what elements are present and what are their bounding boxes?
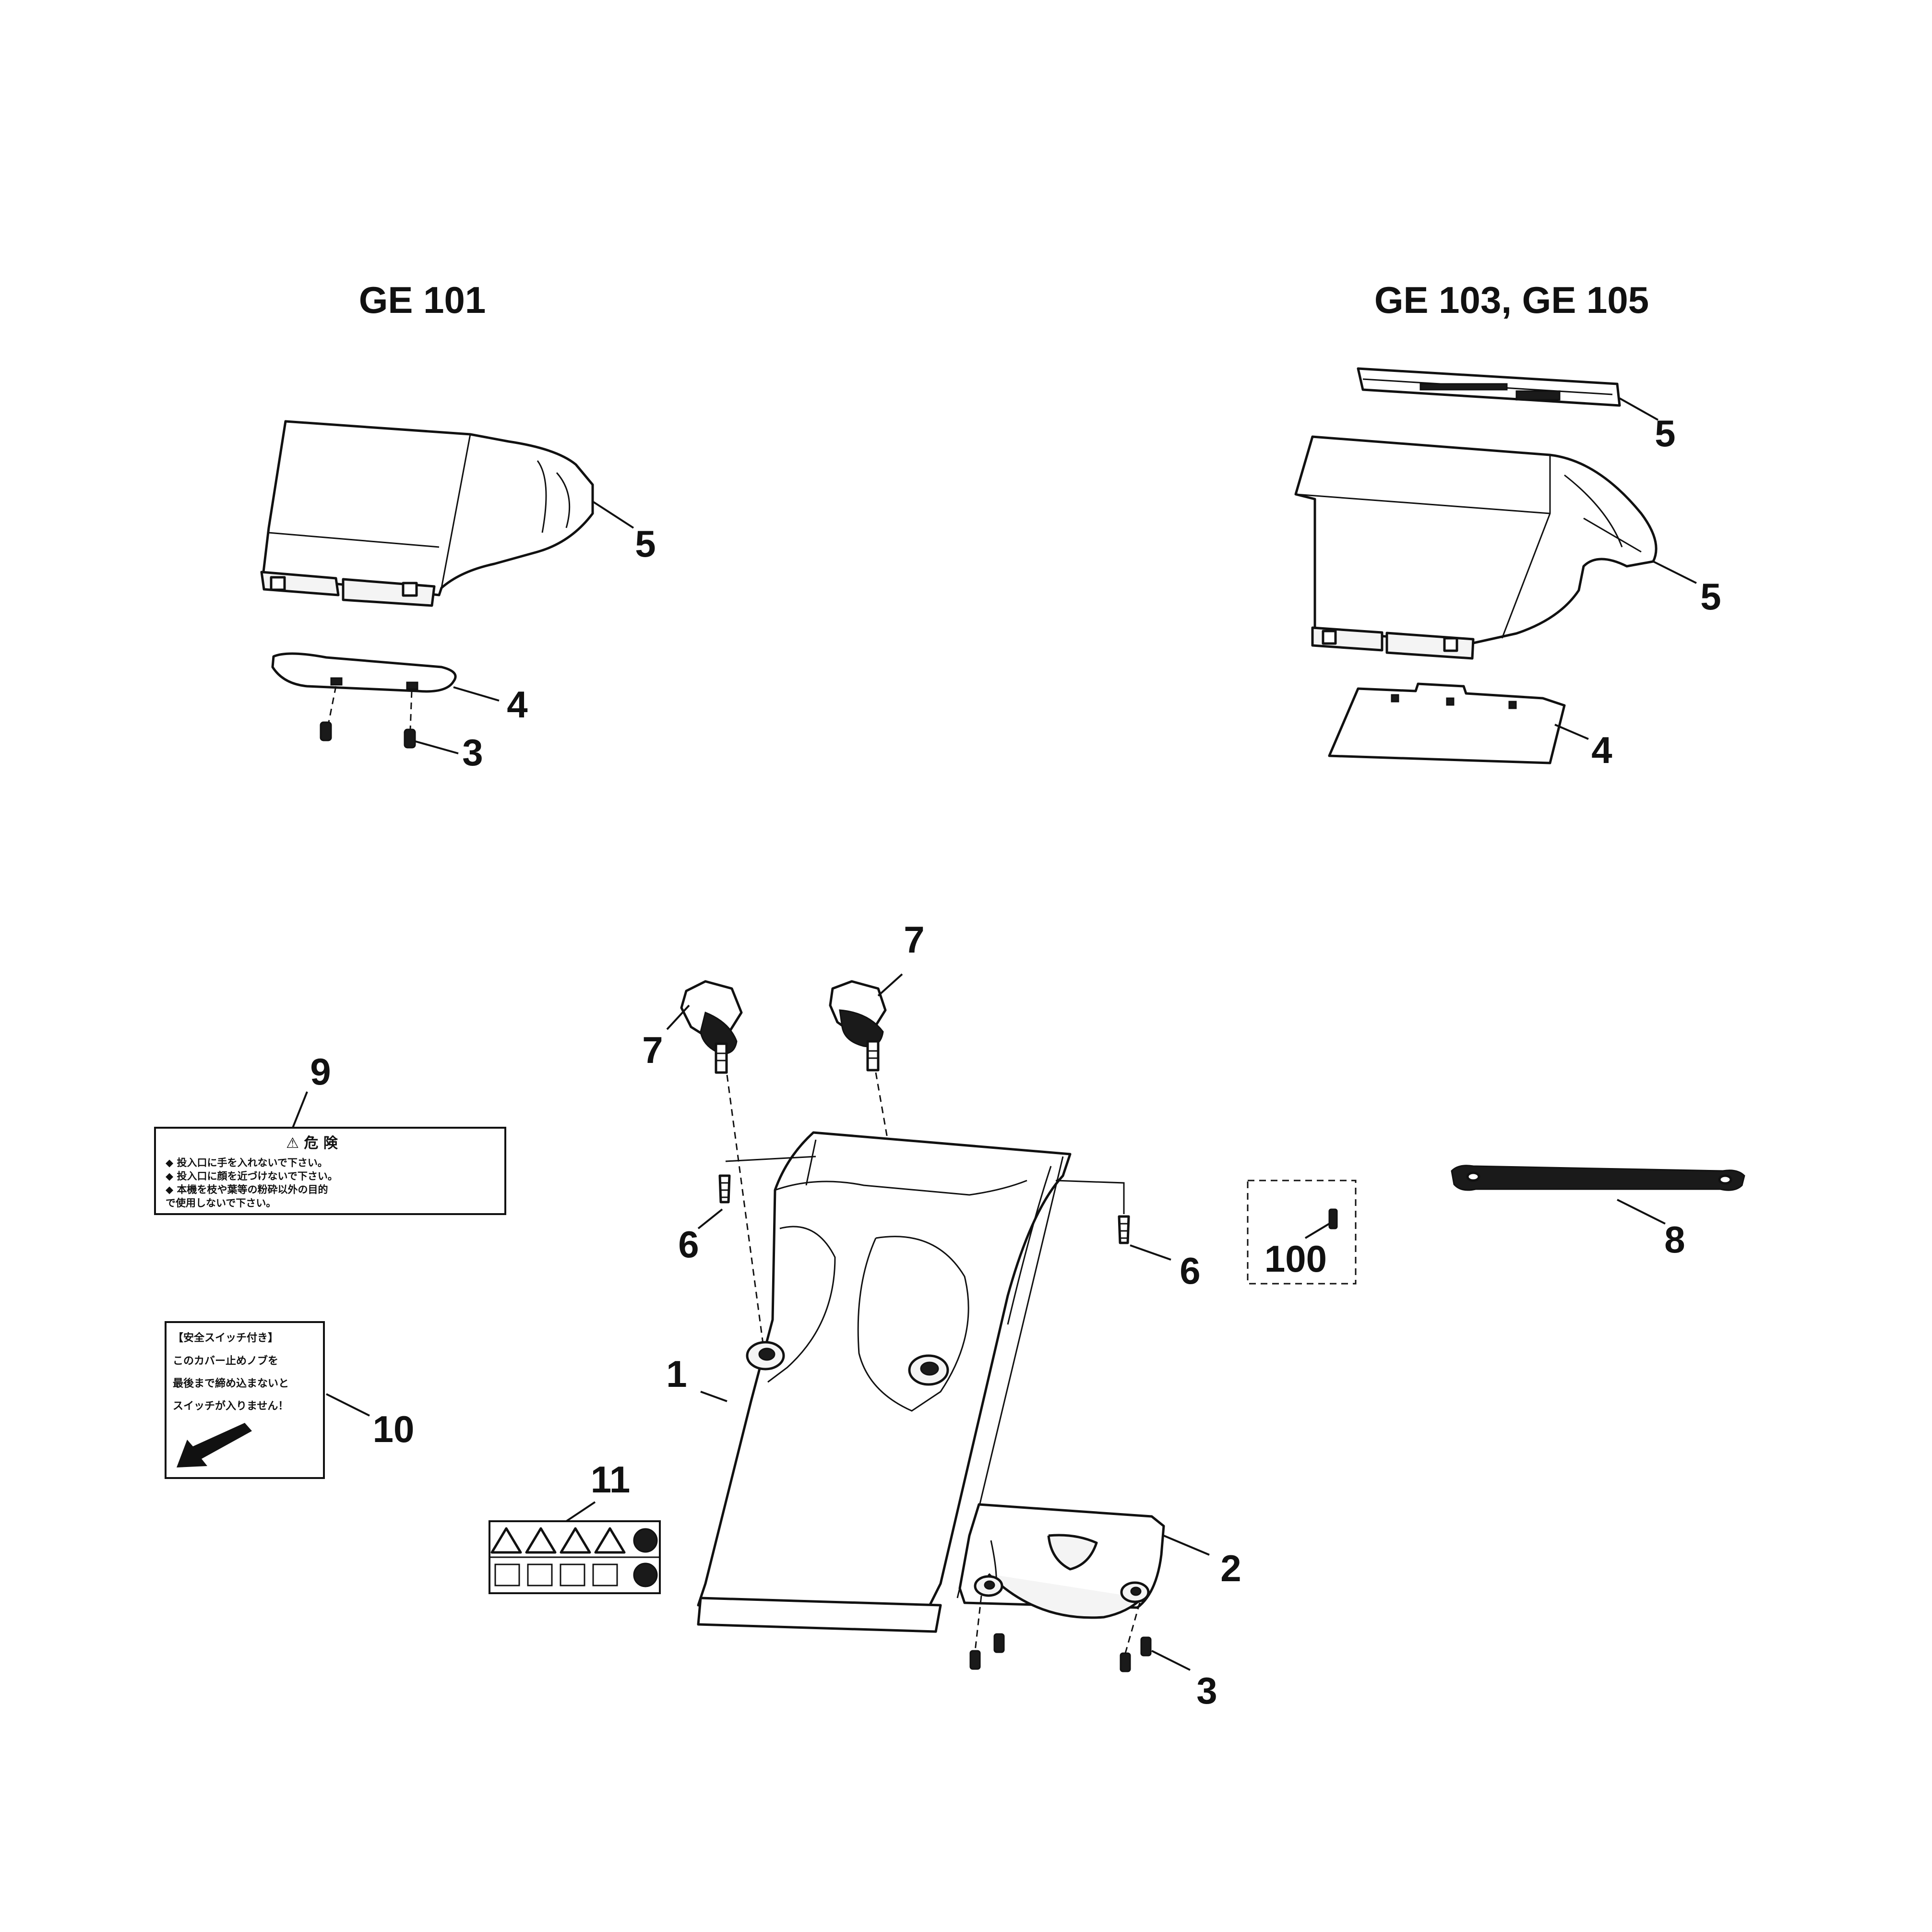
title-ge101: GE 101 <box>359 279 486 321</box>
callout-6-left: 6 <box>678 1223 699 1265</box>
safety-label-line-4: スイッチが入りません！ <box>173 1400 288 1412</box>
callout-4-ge101: 4 <box>507 683 527 726</box>
callout-1: 1 <box>666 1353 687 1395</box>
callout-4-ge103: 4 <box>1591 729 1612 771</box>
arrow-down-left-icon <box>177 1423 252 1467</box>
callout-3-lower: 3 <box>1196 1670 1217 1712</box>
ge101-cover-plate <box>271 652 457 730</box>
safety-label-line-1: 【安全スイッチ付き】 <box>173 1332 278 1344</box>
danger-label-heading: ⚠ 危 険 <box>286 1135 338 1152</box>
leader-10 <box>326 1393 370 1417</box>
screw-6-right-axis <box>1055 1180 1125 1214</box>
callout-3-ge101: 3 <box>462 731 483 774</box>
callout-100: 100 <box>1264 1238 1327 1280</box>
leader-6-right <box>1130 1244 1171 1261</box>
safety-label-line-2: このカバー止めノブを <box>173 1355 278 1367</box>
warning-icon-3 <box>560 1527 591 1554</box>
danger-label-line-2: ◆ 投入口に顔を近づけないで下さい。 <box>166 1170 338 1182</box>
callout-6-right: 6 <box>1180 1250 1200 1292</box>
ge103-top-cover <box>1357 367 1621 407</box>
callout-9: 9 <box>310 1050 331 1093</box>
callout-7-left: 7 <box>642 1029 663 1071</box>
lower-cover <box>958 1503 1165 1619</box>
ge103-hopper <box>1294 435 1658 660</box>
safety-switch-label: 【安全スイッチ付き】 このカバー止めノブを 最後まで締め込まないと スイッチが入… <box>165 1321 325 1479</box>
leader-3-ge101 <box>415 740 459 754</box>
leader-100 <box>1304 1223 1330 1239</box>
callout-2: 2 <box>1220 1547 1241 1589</box>
rotating-blade-icon <box>560 1563 585 1586</box>
danger-label-line-1: ◆ 投入口に手を入れないで下さい。 <box>166 1157 328 1169</box>
part-100-box <box>1247 1180 1357 1285</box>
callout-10: 10 <box>373 1408 415 1450</box>
leader-1 <box>700 1391 727 1402</box>
callout-7-right: 7 <box>904 918 924 961</box>
manual-icon <box>494 1563 520 1586</box>
leader-5-ge101 <box>592 501 634 529</box>
unplug-icon <box>592 1563 618 1586</box>
lower-screws <box>969 1595 1152 1672</box>
leader-9 <box>292 1091 308 1128</box>
screw-6-right <box>1118 1215 1130 1244</box>
screw-6-left-axis <box>725 1156 816 1162</box>
title-ge103-ge105: GE 103, GE 105 <box>1374 279 1649 321</box>
distance-icon <box>527 1563 553 1586</box>
callout-5-ge103: 5 <box>1700 575 1721 618</box>
part-100-bolt <box>1328 1208 1338 1229</box>
ge101-screws <box>320 721 416 749</box>
leader-6-left <box>697 1208 723 1229</box>
knob-left-axis <box>726 1074 764 1344</box>
pictogram-label <box>489 1520 661 1594</box>
leader-5-ge103-top <box>1619 397 1658 421</box>
callout-11: 11 <box>591 1458 630 1501</box>
ear-protection-icon <box>633 1562 658 1587</box>
warning-icon-1 <box>490 1527 522 1554</box>
danger-label: ⚠ 危 険 ◆ 投入口に手を入れないで下さい。 ◆ 投入口に顔を近づけないで下さ… <box>154 1127 506 1215</box>
callout-5-ge103-top: 5 <box>1655 412 1675 454</box>
eye-protection-icon <box>633 1528 658 1553</box>
danger-label-line-4: で使用しないで下さい。 <box>166 1197 276 1209</box>
warning-icon-2 <box>525 1527 557 1554</box>
callout-8: 8 <box>1664 1218 1685 1261</box>
leader-7-right <box>877 973 903 997</box>
knob-right <box>829 980 887 1072</box>
safety-label-line-3: 最後まで締め込まないと <box>173 1377 289 1390</box>
leader-4-ge103 <box>1554 724 1589 740</box>
callout-5-ge101: 5 <box>635 523 656 565</box>
leader-7-left <box>666 1004 690 1030</box>
leader-5-ge103 <box>1653 561 1697 584</box>
leader-2 <box>1163 1535 1210 1556</box>
warning-icon-4 <box>594 1527 626 1554</box>
leader-8 <box>1617 1199 1666 1225</box>
leader-11 <box>565 1501 596 1522</box>
leader-4-ge101 <box>453 686 500 702</box>
ge103-cover-plate <box>1328 682 1566 764</box>
screw-6-left <box>718 1174 731 1204</box>
ge101-hopper-top <box>260 420 594 607</box>
seal-strip <box>1451 1165 1745 1191</box>
danger-label-line-3: ◆ 本機を枝や葉等の粉砕以外の目的 <box>166 1184 328 1195</box>
knob-left <box>680 980 743 1074</box>
leader-3-lower <box>1151 1650 1191 1671</box>
